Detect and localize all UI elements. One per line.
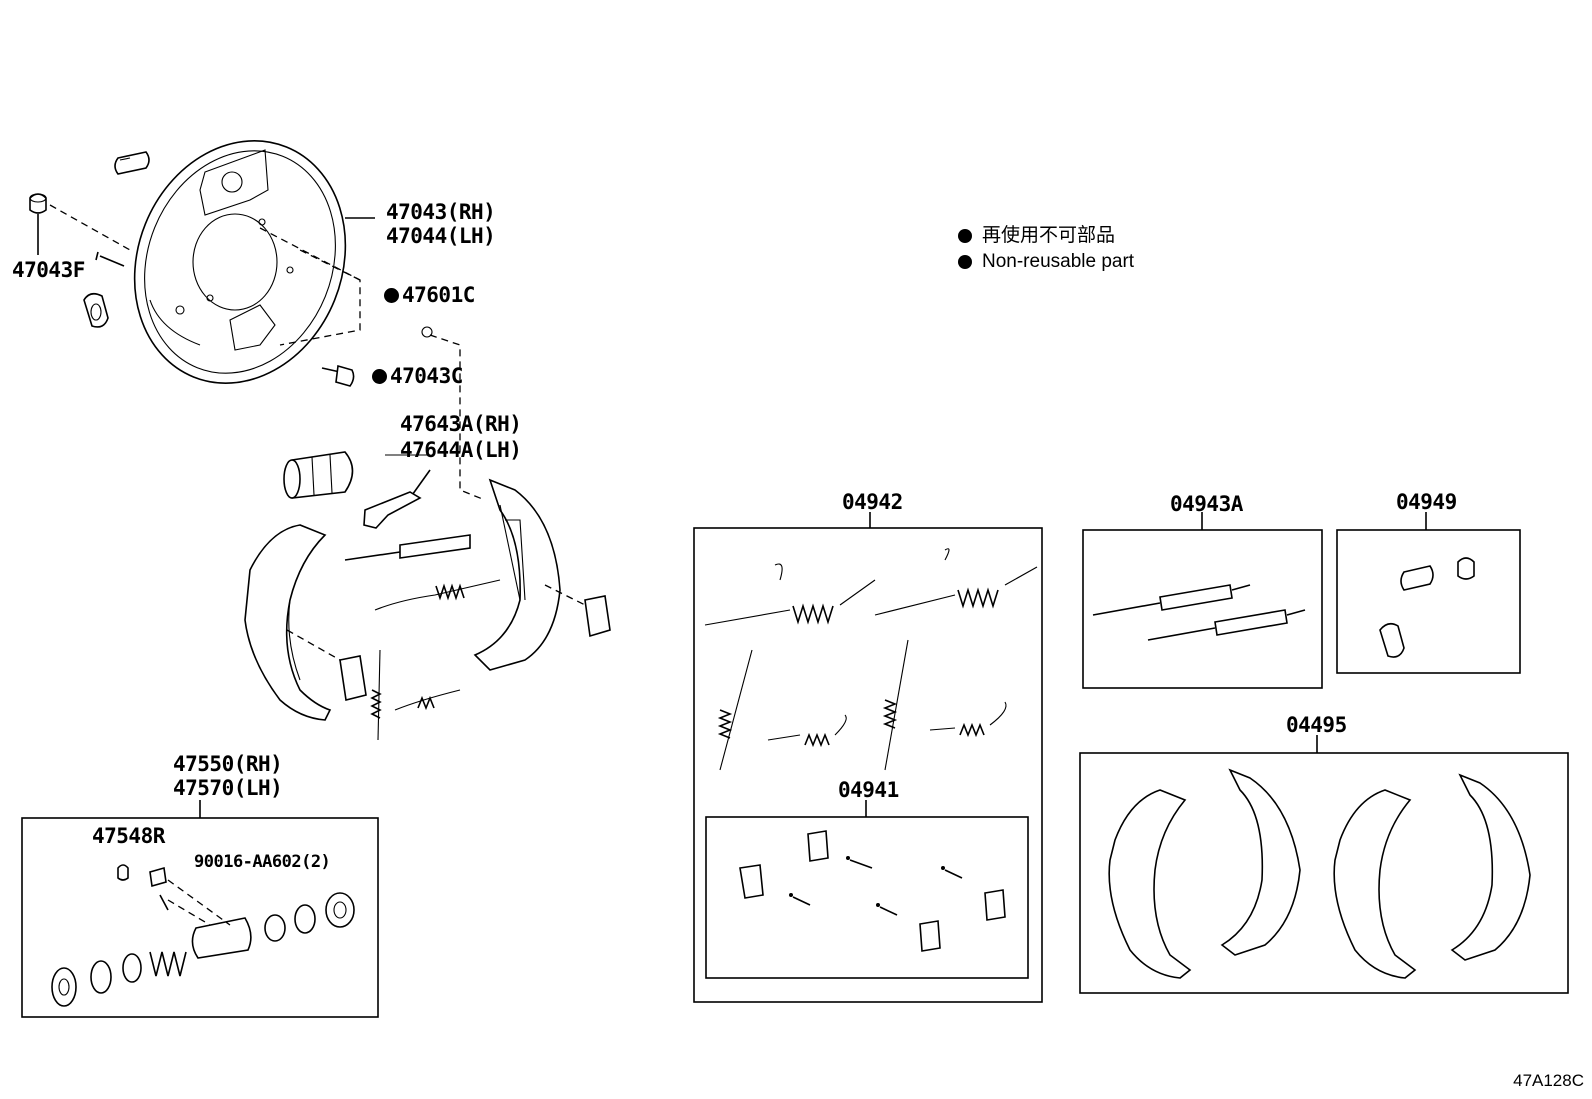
bolt-47043C-illustration <box>321 364 355 387</box>
springs-group-illustration <box>344 534 501 741</box>
diagram-code: 47A128C <box>1513 1071 1584 1090</box>
part-label-47643A-rh: 47643A(RH) <box>400 412 522 436</box>
kit-04941-box <box>705 800 1029 979</box>
plug-top-illustration <box>114 151 150 175</box>
part-label-47548R: 47548R <box>92 824 165 848</box>
legend-japanese: 再使用不可部品 <box>958 226 1115 245</box>
non-reusable-dot-icon <box>372 369 387 384</box>
part-label-47601C: 47601C <box>384 285 475 306</box>
part-label-47044-lh: 47044(LH) <box>386 224 496 248</box>
grommet-left-illustration <box>83 292 109 328</box>
part-label-47570-lh: 47570(LH) <box>173 776 283 800</box>
part-number-47601C: 47601C <box>402 283 475 307</box>
bullet-dot-icon <box>958 228 972 243</box>
part-label-47043C: 47043C <box>372 366 463 387</box>
part-label-04943A: 04943A <box>1170 492 1243 516</box>
part-label-04495: 04495 <box>1286 713 1347 737</box>
backing-plate-illustration <box>133 140 347 384</box>
kit-04949-box <box>1336 512 1521 674</box>
part-number-47043C: 47043C <box>390 364 463 388</box>
kit-04943A-box <box>1082 512 1323 689</box>
wheel-cylinder-kit-box <box>21 800 379 1018</box>
brake-shoe-right-illustration <box>473 478 561 671</box>
part-label-47043F: 47043F <box>12 258 85 282</box>
kit-04942-box <box>693 512 1043 1003</box>
part-label-47644A-lh: 47644A(LH) <box>400 438 522 462</box>
legend-jp-text: 再使用不可部品 <box>982 225 1116 246</box>
part-label-04942: 04942 <box>842 490 903 514</box>
bullet-dot-icon <box>958 254 972 269</box>
part-label-90016-AA602: 90016-AA602(2) <box>194 852 331 872</box>
brake-shoe-left-illustration <box>244 524 332 721</box>
non-reusable-dot-icon <box>384 288 399 303</box>
part-label-47043-rh: 47043(RH) <box>386 200 496 224</box>
legend-en-text: Non-reusable part <box>982 251 1135 272</box>
part-label-04949: 04949 <box>1396 490 1457 514</box>
wheel-cylinder-top-illustration <box>283 451 354 499</box>
part-label-47550-rh: 47550(RH) <box>173 752 283 776</box>
nut-47043F-illustration <box>29 193 47 255</box>
kit-04495-box <box>1079 735 1569 994</box>
part-label-04941: 04941 <box>838 778 899 802</box>
legend-english: Non-reusable part <box>958 252 1134 271</box>
